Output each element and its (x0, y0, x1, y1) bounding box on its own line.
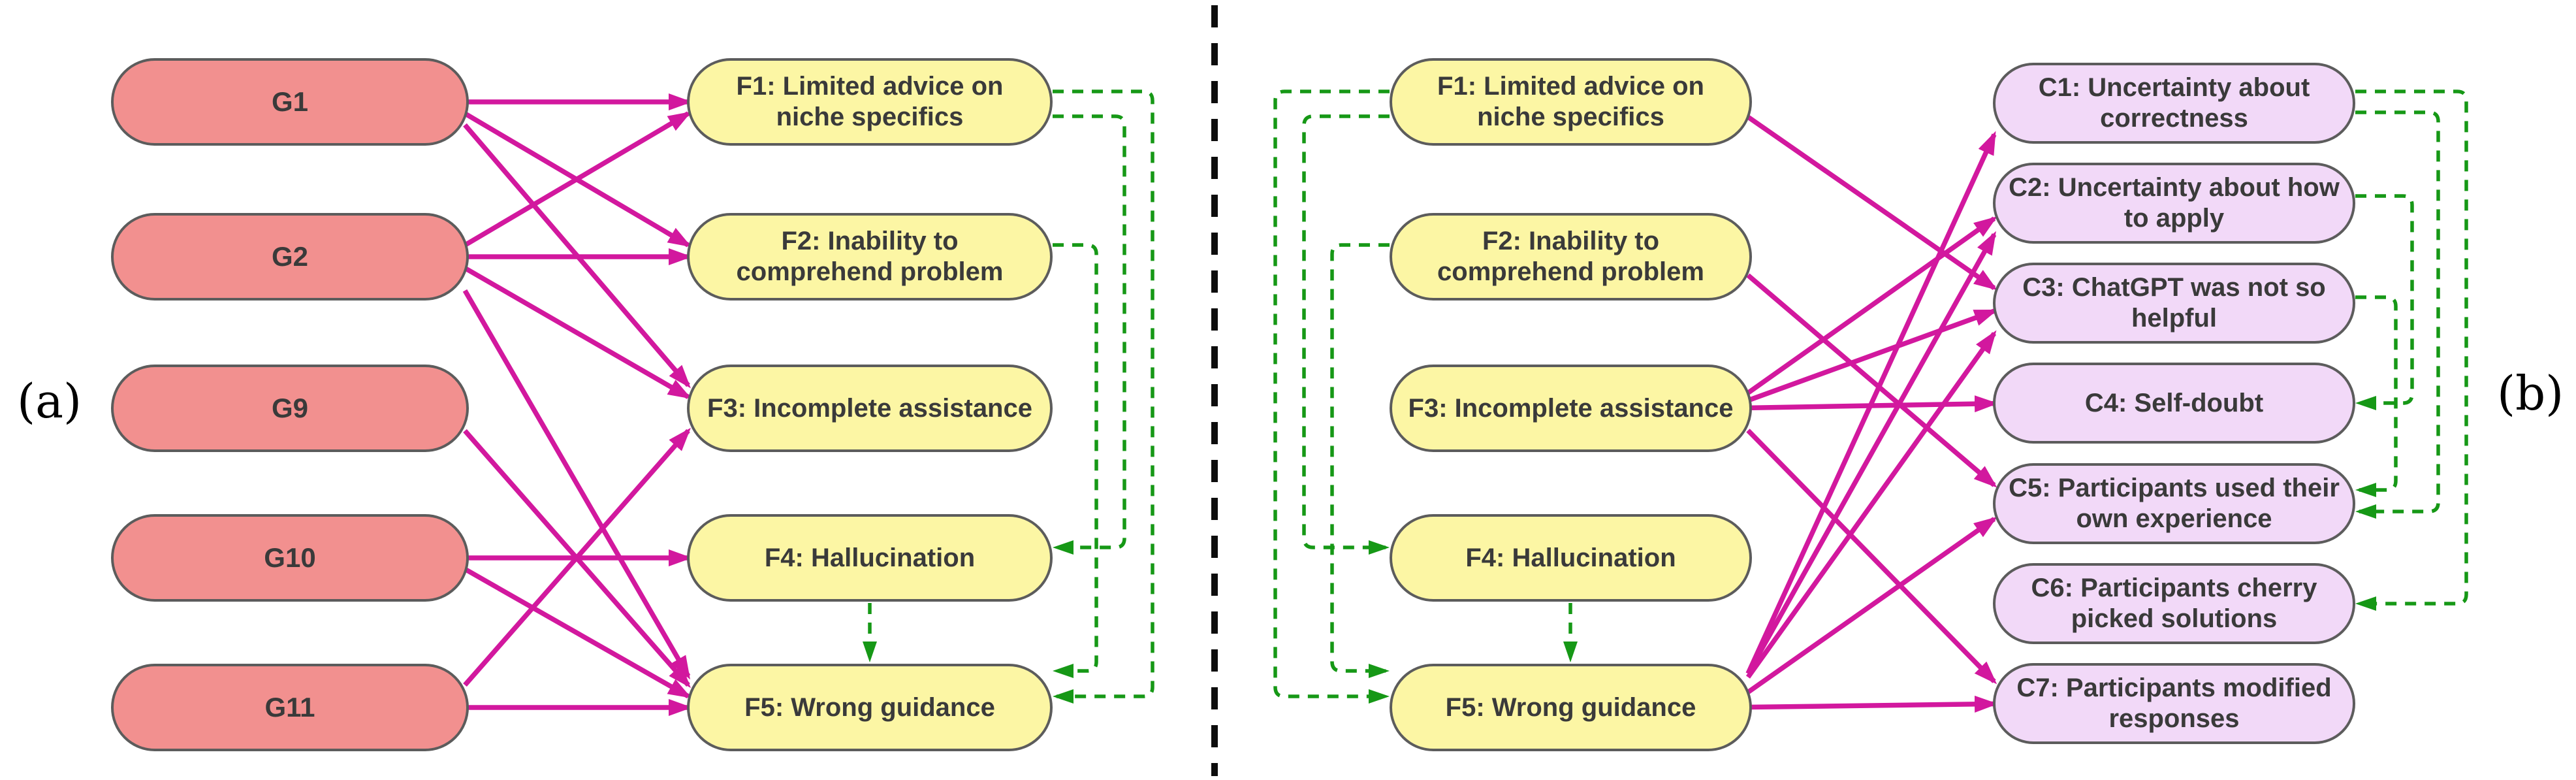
feedback-edge-c2-c4-b (2355, 194, 2414, 410)
cause-edge-f1-c3-b (1746, 115, 1997, 291)
node-label: C7: Participants modified responses (2016, 674, 2332, 733)
node-label: F1: Limited advice on niche specifics (736, 72, 1004, 131)
cause-edge-f5-c3-b (1745, 330, 1997, 679)
failure-node-f1-a: F1: Limited advice on niche specifics (687, 58, 1053, 146)
panel-a-label: (a) (17, 374, 82, 429)
node-label: G2 (271, 241, 309, 272)
node-label: F2: Inability to comprehend problem (736, 227, 1004, 286)
consequence-node-c3-b: C3: ChatGPT was not so helpful (1993, 263, 2355, 344)
node-label: G9 (271, 393, 309, 424)
cause-edge-f5-c5-b (1746, 516, 1997, 694)
feedback-edge-f2-f5-a (1053, 243, 1098, 678)
cause-edge-g2-f5-a (462, 289, 691, 680)
feedback-edge-f1-f5-a (1053, 89, 1154, 704)
goal-node-g1-a: G1 (111, 58, 469, 146)
panel-b-label: (b) (2497, 366, 2564, 421)
feedback-edge-f1-f5-b (1273, 89, 1390, 704)
consequence-node-c2-b: C2: Uncertainty about how to apply (1993, 163, 2355, 244)
node-label: C6: Participants cherry picked solutions (2031, 574, 2317, 633)
cause-edge-g2-f1-a (464, 111, 692, 248)
node-label: F4: Hallucination (764, 543, 976, 572)
node-label: C1: Uncertainty about correctness (2038, 73, 2310, 133)
consequence-node-c4-b: C4: Self-doubt (1993, 363, 2355, 444)
consequence-node-c1-b: C1: Uncertainty about correctness (1993, 63, 2355, 144)
node-label: G1 (271, 86, 309, 118)
failure-node-f2-a: F2: Inability to comprehend problem (687, 213, 1053, 301)
node-label: C3: ChatGPT was not so helpful (2022, 273, 2326, 333)
node-label: C5: Participants used their own experien… (2009, 474, 2340, 533)
node-label: F5: Wrong guidance (744, 692, 995, 722)
cause-edge-g11-f3-a (463, 427, 691, 687)
failure-node-f5-a: F5: Wrong guidance (687, 664, 1053, 751)
cause-edge-f3-c7-b (1746, 429, 1997, 685)
consequence-node-c6-b: C6: Participants cherry picked solutions (1993, 563, 2355, 644)
cause-edge-g2-f3-a (464, 266, 692, 399)
node-label: F3: Incomplete assistance (1408, 393, 1734, 423)
failure-node-f4-b: F4: Hallucination (1390, 514, 1752, 602)
goal-node-g10-a: G10 (111, 514, 469, 602)
node-label: F5: Wrong guidance (1445, 692, 1696, 722)
goal-node-g9-a: G9 (111, 365, 469, 452)
consequence-node-c7-b: C7: Participants modified responses (1993, 663, 2355, 744)
node-label: C4: Self-doubt (2084, 388, 2264, 417)
node-label: F3: Incomplete assistance (707, 393, 1032, 423)
cause-edge-f3-c3-b (1747, 308, 1998, 403)
feedback-edge-f2-f5-b (1330, 243, 1390, 678)
feedback-edge-f1-f4-b (1302, 114, 1390, 555)
failure-node-f4-a: F4: Hallucination (687, 514, 1053, 602)
goal-node-g2-a: G2 (111, 213, 469, 301)
failure-node-f2-b: F2: Inability to comprehend problem (1390, 213, 1752, 301)
failure-node-f3-b: F3: Incomplete assistance (1390, 365, 1752, 452)
consequence-node-c5-b: C5: Participants used their own experien… (1993, 463, 2355, 544)
cause-edge-g10-f5-a (464, 566, 692, 699)
failure-node-f1-b: F1: Limited advice on niche specifics (1390, 58, 1752, 146)
node-label: F4: Hallucination (1465, 543, 1676, 572)
node-label: F2: Inability to comprehend problem (1437, 227, 1704, 286)
failure-node-f5-b: F5: Wrong guidance (1390, 664, 1752, 751)
node-label: G10 (264, 542, 316, 574)
node-label: G11 (264, 692, 315, 723)
node-label: C2: Uncertainty about how to apply (2009, 173, 2340, 233)
cause-edge-f3-c2-b (1746, 216, 1997, 395)
node-label: F1: Limited advice on niche specifics (1437, 72, 1704, 131)
feedback-edge-f1-f4-a (1053, 114, 1126, 555)
feedback-edge-c1-c5-b (2355, 110, 2440, 519)
goal-node-g11-a: G11 (111, 664, 469, 751)
feedback-edge-c3-c5-b (2355, 295, 2398, 497)
cause-edge-f5-c7-b (1747, 695, 1998, 713)
cause-edge-f2-c5-b (1746, 273, 1997, 488)
cause-edge-f5-c2-b (1745, 231, 1997, 675)
feedback-edge-c1-c6-b (2355, 89, 2468, 611)
cause-edge-f5-c1-b (1745, 131, 1997, 675)
failure-node-f3-a: F3: Incomplete assistance (687, 365, 1053, 452)
